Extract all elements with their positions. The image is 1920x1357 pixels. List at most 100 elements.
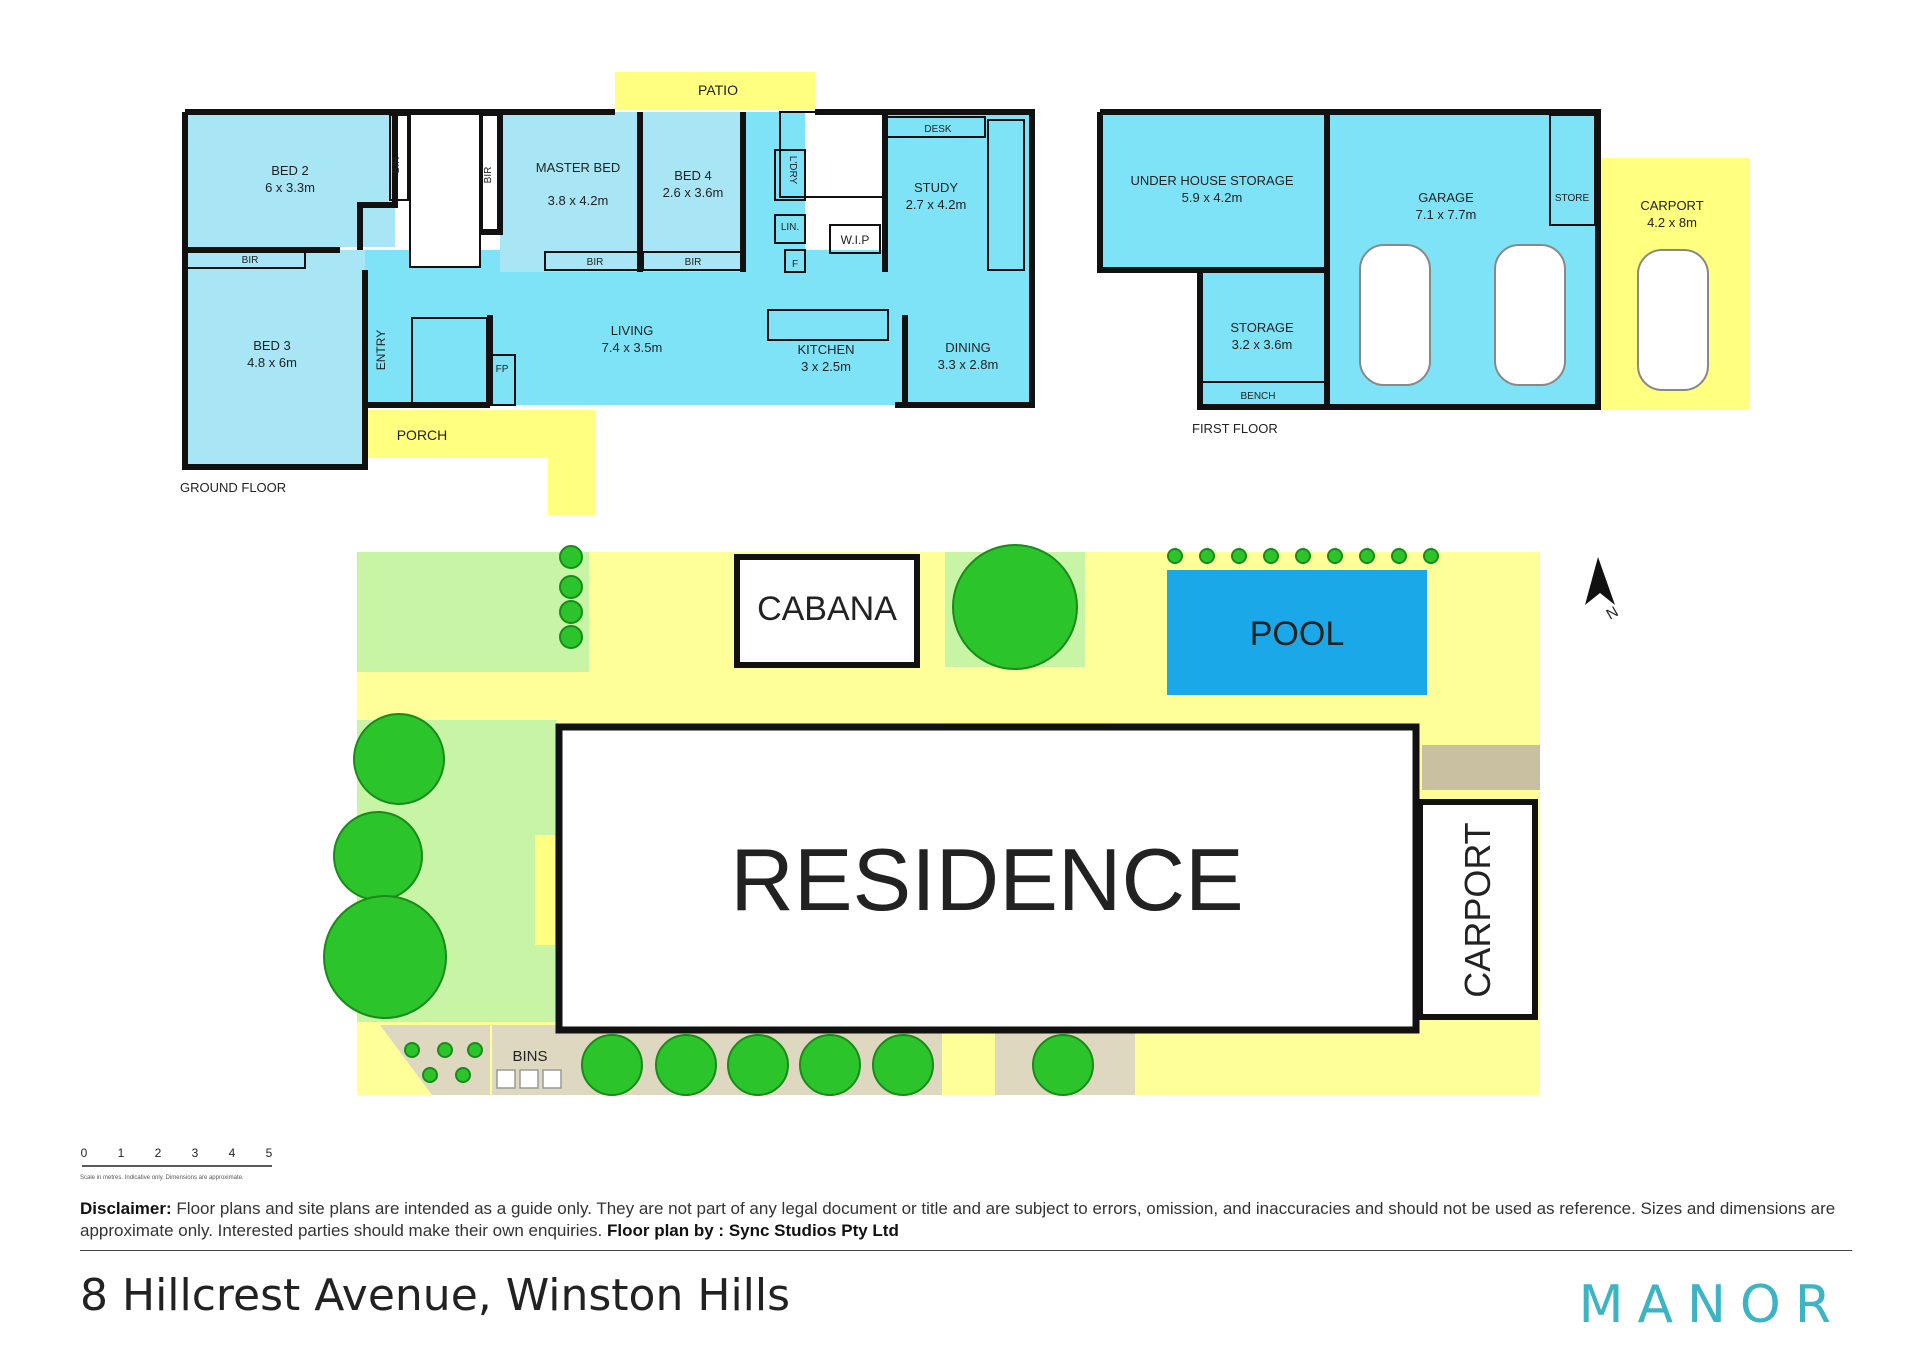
room-name: KITCHEN	[797, 342, 854, 357]
shrub-icon	[1423, 548, 1439, 564]
room-name: LIVING	[611, 323, 654, 338]
car-icon	[1637, 249, 1709, 391]
disclaimer-label: Disclaimer:	[80, 1199, 172, 1218]
room-size: 3 x 2.5m	[801, 359, 851, 374]
north-arrow-icon: N	[1585, 557, 1621, 623]
bir-master	[544, 251, 641, 271]
desk-label: DESK	[924, 124, 952, 135]
car-icon	[1359, 244, 1431, 386]
bin-icon	[542, 1069, 562, 1089]
shrub-icon	[559, 625, 583, 649]
scale-tick: 5	[266, 1146, 273, 1160]
scale-note: Scale in metres. Indicative only. Dimens…	[80, 1175, 244, 1181]
tree-icon	[655, 1034, 717, 1096]
room-size: 2.7 x 4.2m	[906, 197, 967, 212]
deck	[535, 835, 555, 945]
bir-label: BIR	[391, 157, 402, 174]
room-name: UNDER HOUSE STORAGE	[1130, 173, 1293, 188]
bath-partition	[409, 111, 481, 268]
shrub-icon	[559, 575, 583, 599]
shrub-icon	[1263, 548, 1279, 564]
room-size: 4.2 x 8m	[1647, 215, 1697, 230]
fp-box	[489, 354, 516, 406]
living-area	[365, 250, 1030, 405]
scale-tick: 1	[118, 1146, 125, 1160]
shrub-icon	[1359, 548, 1375, 564]
wip-label: W.I.P	[841, 233, 870, 247]
room-size: 7.4 x 3.5m	[602, 340, 663, 355]
bed-3-room	[185, 250, 365, 465]
scale-tick: 3	[192, 1146, 199, 1160]
divider	[80, 1250, 1852, 1251]
ground-floor-plan: PATIO PORCH	[180, 72, 1035, 515]
bir-label: BIR	[587, 257, 604, 268]
under-house-storage-room	[1100, 112, 1325, 270]
tree-icon	[323, 895, 447, 1019]
first-floor-label: FIRST FLOOR	[1192, 421, 1278, 436]
tree-icon	[872, 1034, 934, 1096]
ground-floor-label: GROUND FLOOR	[180, 480, 286, 495]
room-size: 3.8 x 4.2m	[548, 193, 609, 208]
pool	[1167, 570, 1427, 695]
north-label: N	[1604, 603, 1622, 623]
shrub-icon	[1167, 548, 1183, 564]
porch-label: PORCH	[397, 427, 448, 443]
tree-icon	[581, 1034, 643, 1096]
shrub-icon	[467, 1042, 483, 1058]
pool-label: POOL	[1250, 615, 1344, 653]
bir-label: BIR	[685, 257, 702, 268]
shrub-icon	[404, 1042, 420, 1058]
room-name: BED 3	[253, 338, 291, 353]
property-address: 8 Hillcrest Avenue, Winston Hills	[80, 1270, 791, 1321]
room-name: BED 4	[674, 168, 712, 183]
storage-room	[1200, 272, 1325, 407]
stairs	[1422, 745, 1540, 790]
bin-icon	[519, 1069, 539, 1089]
tree-icon	[333, 811, 423, 901]
cabana-label: CABANA	[757, 590, 897, 628]
room-name: DINING	[945, 340, 991, 355]
residence-label: RESIDENCE	[730, 830, 1243, 929]
room-size: 7.1 x 7.7m	[1416, 207, 1477, 222]
disclaimer-text: Floor plans and site plans are intended …	[80, 1199, 1836, 1240]
wall	[1100, 109, 1601, 410]
first-floor-plan: UNDER HOUSE STORAGE 5.9 x 4.2m GARAGE 7.…	[1097, 109, 1750, 436]
entry-label: ENTRY	[374, 330, 388, 370]
laundry-partition	[779, 111, 886, 198]
ldry-label: L'DRY	[787, 156, 798, 185]
store-label: STORE	[1555, 193, 1590, 204]
room-name: STUDY	[914, 180, 958, 195]
scale-tick: 4	[229, 1146, 236, 1160]
tree-icon	[1032, 1034, 1094, 1096]
site-carport	[1417, 799, 1538, 1020]
shrub-icon	[437, 1042, 453, 1058]
scale-tick: 0	[81, 1146, 88, 1160]
car-icon	[1494, 244, 1566, 386]
shrub-icon	[1199, 548, 1215, 564]
tree-icon	[799, 1034, 861, 1096]
f-label: F	[792, 259, 798, 270]
room-size: 3.2 x 3.6m	[1232, 337, 1293, 352]
shrub-icon	[455, 1067, 471, 1083]
wall	[182, 112, 490, 470]
tree-icon	[952, 544, 1078, 670]
room-size: 6 x 3.3m	[265, 180, 315, 195]
site-carport-label: CARPORT	[1457, 822, 1498, 997]
bir-bed3	[184, 249, 306, 269]
disclaimer: Disclaimer: Floor plans and site plans a…	[80, 1198, 1860, 1242]
lin-label: LIN.	[781, 222, 799, 233]
shrub-icon	[559, 600, 583, 624]
wall	[815, 109, 1035, 408]
shrub-icon	[422, 1067, 438, 1083]
stairs-up	[987, 119, 1025, 271]
shrub-icon	[1327, 548, 1343, 564]
wip-box	[829, 224, 881, 254]
bench-label: BENCH	[1240, 391, 1275, 402]
room-size: 4.8 x 6m	[247, 355, 297, 370]
bathroom	[410, 112, 480, 267]
tree-icon	[353, 713, 445, 805]
shrub-icon	[1295, 548, 1311, 564]
floor-plan-credit: Floor plan by : Sync Studios Pty Ltd	[606, 1221, 899, 1240]
room-size: 3.3 x 2.8m	[938, 357, 999, 372]
